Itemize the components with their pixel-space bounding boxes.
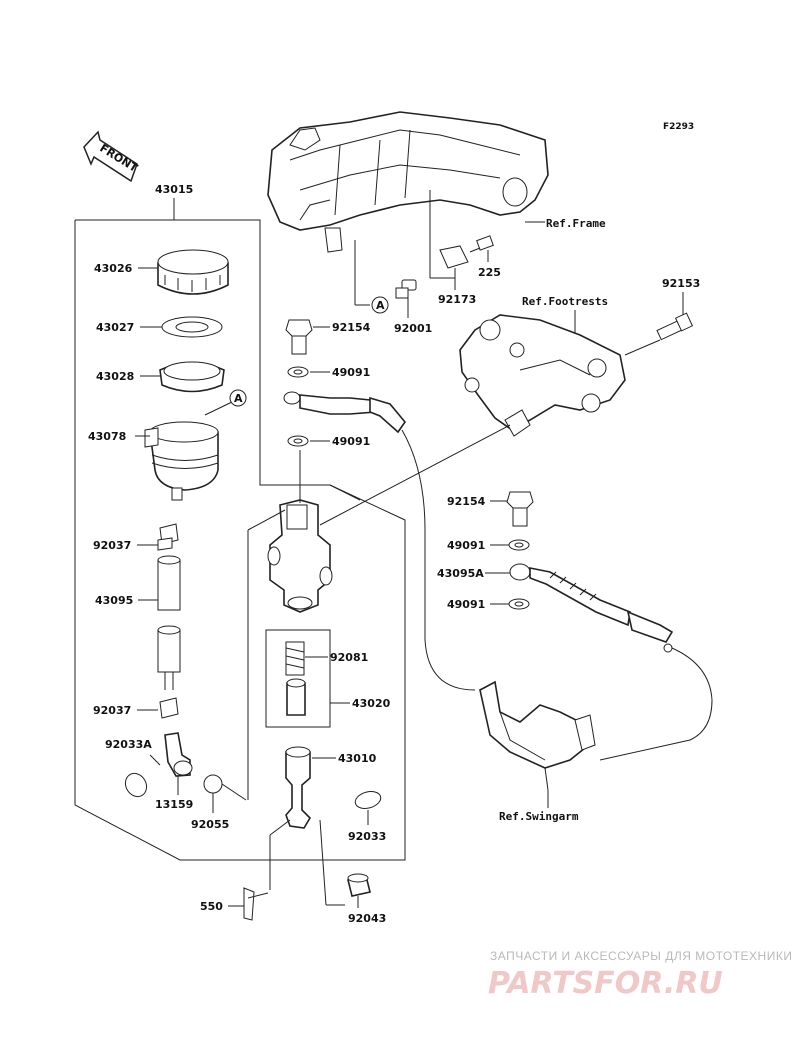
- bolt-225: [469, 235, 494, 253]
- circlip-92033A: [124, 772, 148, 798]
- label-43095: 43095: [95, 594, 133, 607]
- bolt-92153: [656, 312, 694, 341]
- label-49091-b: 49091: [332, 435, 370, 448]
- label-49091-c: 49091: [447, 539, 485, 552]
- label-92001: 92001: [394, 322, 432, 335]
- label-49091-a: 49091: [332, 366, 370, 379]
- label-43010: 43010: [338, 752, 377, 765]
- label-43026: 43026: [94, 262, 133, 275]
- label-49091-d: 49091: [447, 598, 485, 611]
- label-92154-upper: 92154: [332, 321, 371, 334]
- reservoir-cap: [157, 249, 229, 295]
- watermark-tagline: ЗАПЧАСТИ И АКСЕССУАРЫ ДЛЯ МОТОТЕХНИКИ: [490, 949, 792, 963]
- label-92033: 92033: [348, 830, 386, 843]
- label-13159: 13159: [155, 798, 193, 811]
- frame-illustration: [267, 111, 549, 269]
- cotter-pin-550: [243, 887, 269, 921]
- washer-49091-c: [508, 539, 530, 551]
- banjo-bolt-upper: [285, 319, 313, 355]
- callout-a-reservoir: A: [234, 392, 243, 405]
- master-cylinder-body: [267, 499, 333, 613]
- label-92153: 92153: [662, 277, 700, 290]
- circlip-92033: [354, 791, 382, 809]
- label-92043: 92043: [348, 912, 386, 925]
- piston-cup: [286, 678, 306, 716]
- label-92173: 92173: [438, 293, 476, 306]
- label-92033A: 92033A: [105, 738, 152, 751]
- figure-code: F2293: [663, 122, 694, 132]
- callout-a-frame: A: [376, 299, 385, 312]
- hose-clamp-upper: [157, 523, 179, 551]
- label-43028: 43028: [96, 370, 134, 383]
- ref-swingarm: Ref.Swingarm: [499, 810, 579, 823]
- footrest-bracket: [459, 314, 626, 437]
- hose-clamp-lower: [159, 697, 179, 719]
- label-92154-lower: 92154: [447, 495, 486, 508]
- push-rod-43010: [285, 746, 312, 829]
- ref-frame: Ref.Frame: [546, 217, 606, 230]
- washer-49091-d: [508, 598, 530, 610]
- label-92081: 92081: [330, 651, 368, 664]
- elbow-fitting: [164, 732, 193, 777]
- bolt-92001: [395, 279, 417, 299]
- banjo-bolt-lower: [506, 491, 534, 527]
- clevis-pin-92043: [347, 873, 371, 897]
- label-92055: 92055: [191, 818, 229, 831]
- label-43015: 43015: [155, 183, 193, 196]
- front-arrow-icon: FRONT: [83, 130, 140, 183]
- label-43020: 43020: [352, 697, 391, 710]
- reservoir-hose: [157, 555, 181, 690]
- washer-49091-b: [287, 435, 309, 447]
- washer-49091-a: [287, 366, 309, 378]
- brake-hose-43095A: [509, 563, 674, 653]
- swingarm-bracket: [479, 680, 596, 791]
- diaphragm: [159, 361, 225, 393]
- o-ring-92055: [203, 774, 223, 794]
- label-43027: 43027: [96, 321, 134, 334]
- label-225: 225: [478, 266, 501, 279]
- spring-92081: [285, 641, 305, 676]
- label-92037-lower: 92037: [93, 704, 131, 717]
- brake-hose-upper: [283, 391, 407, 434]
- ref-footrests: Ref.Footrests: [522, 295, 608, 308]
- label-43078: 43078: [88, 430, 126, 443]
- label-43095A: 43095A: [437, 567, 484, 580]
- label-550: 550: [200, 900, 223, 913]
- watermark-brand: PARTSFOR.RU: [488, 966, 723, 1001]
- kit-43020-outline: [265, 629, 331, 728]
- label-92037-upper: 92037: [93, 539, 131, 552]
- diaphragm-plate: [161, 316, 223, 338]
- reservoir: [144, 421, 219, 501]
